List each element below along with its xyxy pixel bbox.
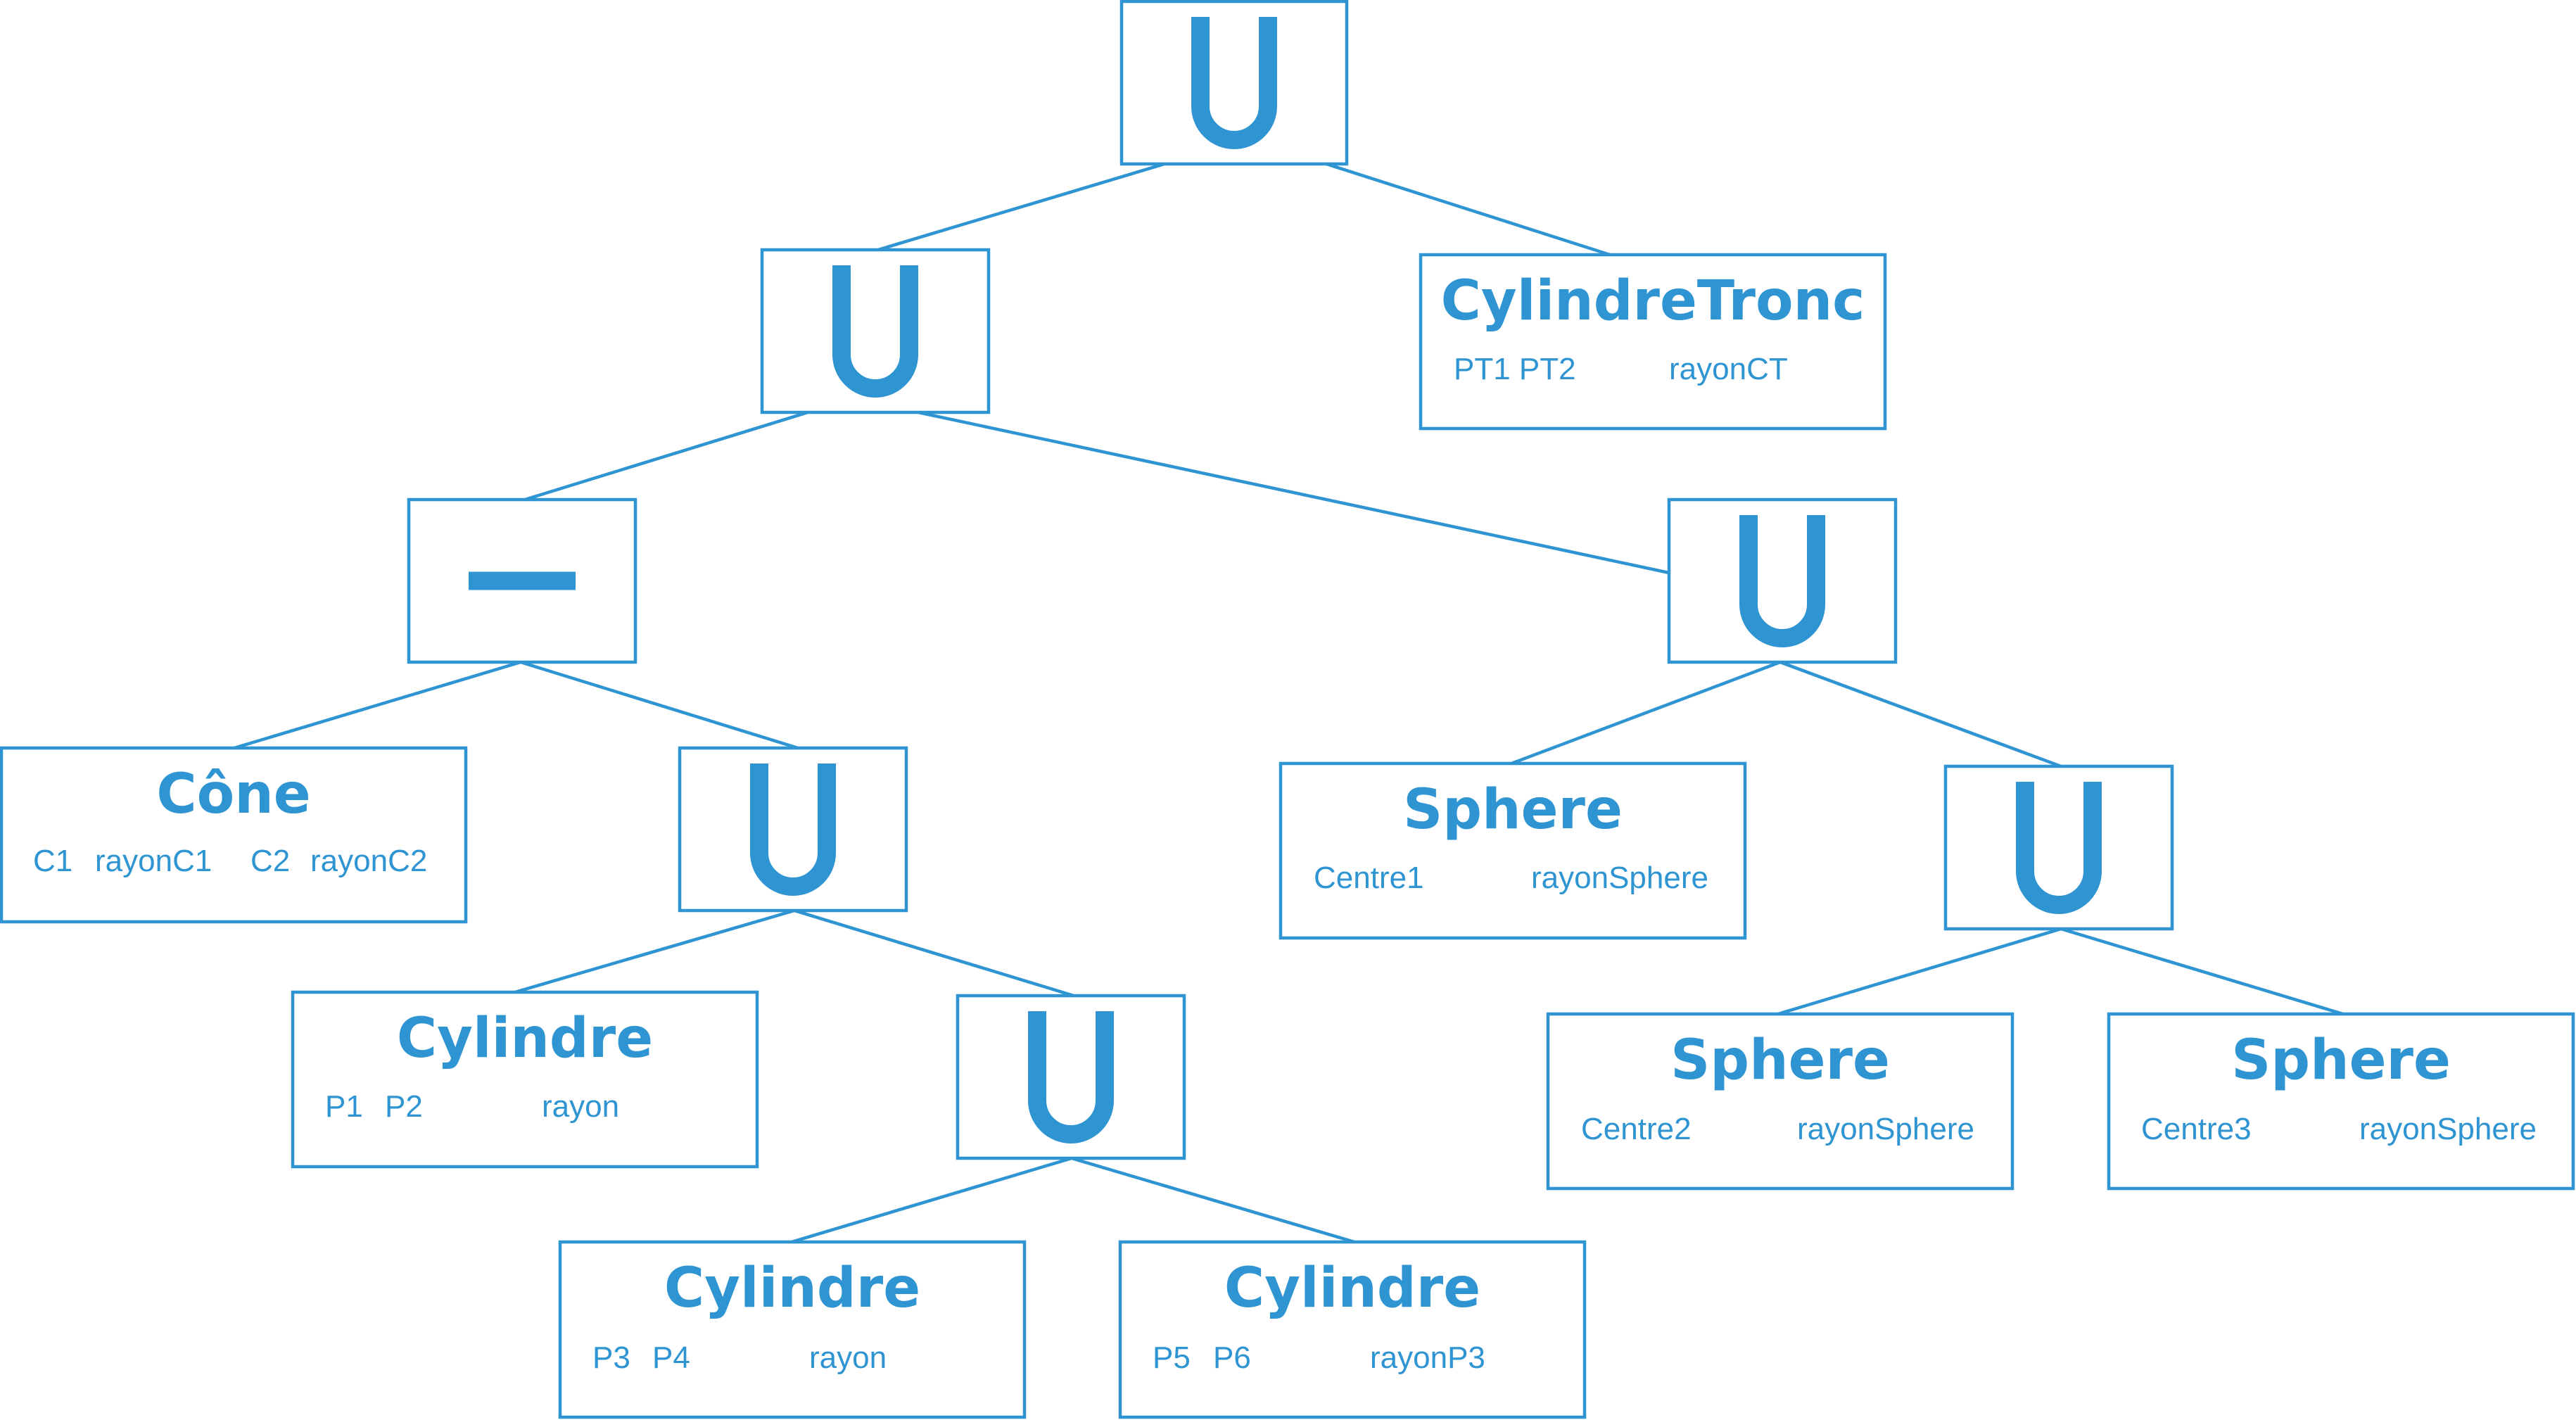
- union-icon: [2016, 782, 2102, 914]
- edge-union-6-to-cylindre-3: [1071, 1156, 1355, 1244]
- node-box: [1118, 1240, 1587, 1419]
- node-title: CylindreTronc: [1441, 270, 1865, 333]
- node-box: [558, 1240, 1027, 1419]
- node-title: Sphere: [2231, 1029, 2451, 1092]
- node-box: [1279, 761, 1747, 940]
- node-title: Cylindre: [664, 1257, 920, 1320]
- node-minus-1: [407, 497, 637, 664]
- minus-icon: [469, 571, 576, 590]
- node-box: [1546, 1012, 2015, 1191]
- node-param: rayon: [542, 1089, 619, 1124]
- node-param: rayonC2: [310, 844, 427, 878]
- node-param: Centre2: [1581, 1112, 1692, 1146]
- edge-union-4-to-cylindre-1: [514, 908, 795, 994]
- node-union-2: [760, 248, 991, 414]
- node-param: rayonP3: [1370, 1340, 1485, 1375]
- union-icon: [832, 265, 918, 398]
- node-union-3: [1667, 497, 1898, 664]
- node-title: Cône: [156, 763, 310, 826]
- node-param: rayon: [809, 1340, 887, 1375]
- union-icon: [1028, 1011, 1114, 1143]
- node-title: Cylindre: [397, 1007, 653, 1070]
- union-icon: [1739, 515, 1825, 647]
- node-box: [1419, 253, 1887, 431]
- node-param: P5: [1153, 1340, 1191, 1375]
- edge-root-union-to-union-2: [877, 162, 1165, 252]
- node-param: C2: [250, 844, 290, 878]
- edge-union-6-to-cylindre-2: [791, 1156, 1072, 1244]
- edge-root-union-to-cylindre-tronc: [1326, 162, 1611, 257]
- node-param: P6: [1213, 1340, 1251, 1375]
- node-union-6: [956, 994, 1186, 1160]
- union-icon: [750, 763, 836, 896]
- node-param: C1: [33, 844, 72, 878]
- union-icon: [1191, 17, 1277, 149]
- edge-union-4-to-union-6: [794, 908, 1074, 998]
- edge-union-3-to-union-5: [1779, 660, 2062, 768]
- tree-edges: [234, 162, 2344, 1244]
- node-param: P2: [385, 1089, 423, 1124]
- edge-union-2-to-union-3: [918, 410, 1670, 575]
- node-param: rayonSphere: [1531, 861, 1708, 895]
- node-param: rayonSphere: [2359, 1112, 2537, 1146]
- node-box: [0, 746, 468, 924]
- node-param: P3: [592, 1340, 630, 1375]
- node-param: Centre1: [1314, 861, 1424, 895]
- node-param: rayonSphere: [1797, 1112, 1974, 1146]
- node-param: P1: [325, 1089, 363, 1124]
- node-root-union: [1119, 0, 1349, 166]
- edge-union-5-to-sphere-2: [1777, 927, 2062, 1016]
- node-param: P4: [652, 1340, 690, 1375]
- edge-union-5-to-sphere-3: [2060, 927, 2344, 1016]
- edge-union-3-to-sphere-1: [1511, 660, 1781, 766]
- node-param: rayonC1: [95, 844, 212, 878]
- edge-minus-1-to-cone: [234, 660, 521, 750]
- node-param: rayonCT: [1669, 352, 1788, 386]
- node-title: Sphere: [1670, 1029, 1890, 1092]
- node-union-4: [678, 746, 908, 913]
- node-param: PT1 PT2: [1454, 352, 1576, 386]
- node-union-5: [1943, 764, 2174, 931]
- node-title: Sphere: [1403, 778, 1623, 842]
- edge-union-2-to-minus-1: [524, 410, 808, 502]
- node-box: [2107, 1012, 2575, 1191]
- node-title: Cylindre: [1224, 1257, 1480, 1320]
- node-param: Centre3: [2141, 1112, 2252, 1146]
- node-box: [291, 990, 759, 1169]
- edge-minus-1-to-union-4: [520, 660, 799, 750]
